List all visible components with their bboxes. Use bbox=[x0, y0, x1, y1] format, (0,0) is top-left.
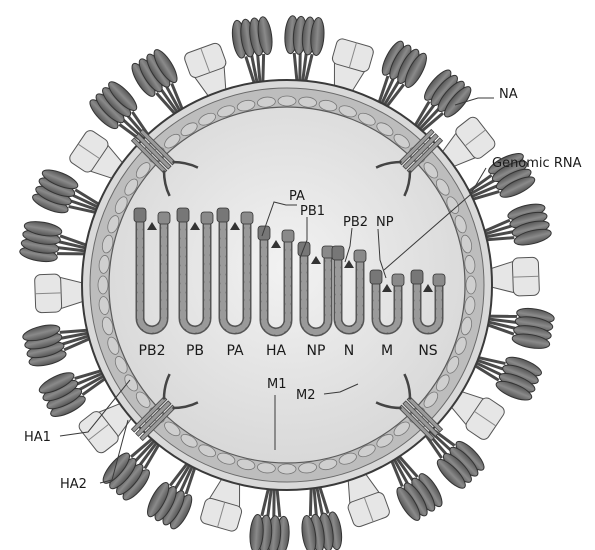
ha-spike bbox=[481, 301, 556, 351]
m1-bead bbox=[98, 276, 108, 294]
m1-bead bbox=[278, 464, 296, 474]
polymerase-complex bbox=[282, 230, 294, 242]
na-spike bbox=[486, 257, 539, 297]
ha-spike bbox=[230, 16, 278, 90]
polymerase-complex bbox=[354, 250, 366, 262]
segment-label-m: M bbox=[381, 343, 393, 359]
segment-label-pb: PB bbox=[186, 343, 204, 359]
ha-spike bbox=[296, 480, 344, 550]
polymerase-complex bbox=[258, 226, 270, 240]
na-spike bbox=[34, 273, 87, 313]
m1-bead bbox=[278, 96, 296, 106]
pb1-protein-label: PB1 bbox=[300, 204, 325, 219]
polymerase-complex bbox=[411, 270, 423, 284]
ha-spike bbox=[19, 219, 94, 269]
segment-label-ns: NS bbox=[418, 343, 437, 359]
polymerase-complex bbox=[134, 208, 146, 222]
polymerase-complex bbox=[158, 212, 170, 224]
ha-spike bbox=[281, 15, 325, 87]
polymerase-complex bbox=[370, 270, 382, 284]
na-label: NA bbox=[499, 87, 518, 102]
polymerase-complex bbox=[433, 274, 445, 286]
polymerase-complex bbox=[177, 208, 189, 222]
ha2-label: HA2 bbox=[60, 477, 87, 492]
polymerase-complex bbox=[217, 208, 229, 222]
pa-protein-label: PA bbox=[289, 189, 305, 204]
m2-label: M2 bbox=[296, 388, 316, 403]
polymerase-complex bbox=[201, 212, 213, 224]
genomic-rna-label: Genomic RNA bbox=[492, 156, 582, 171]
np-protein-label: NP bbox=[376, 215, 394, 230]
segment-label-pa: PA bbox=[226, 343, 244, 359]
ha-spike bbox=[249, 483, 293, 550]
ha1-label: HA1 bbox=[24, 430, 51, 445]
m1-label: M1 bbox=[267, 377, 287, 392]
m1-bead bbox=[466, 276, 476, 294]
segment-label-ha: HA bbox=[266, 343, 287, 359]
polymerase-complex bbox=[392, 274, 404, 286]
segment-label-np: NP bbox=[307, 343, 326, 359]
polymerase-complex bbox=[241, 212, 253, 224]
segment-label-pb2: PB2 bbox=[139, 343, 166, 359]
segment-label-n: N bbox=[344, 343, 354, 359]
polymerase-complex bbox=[332, 246, 344, 260]
pb2-protein-label: PB2 bbox=[343, 215, 368, 230]
